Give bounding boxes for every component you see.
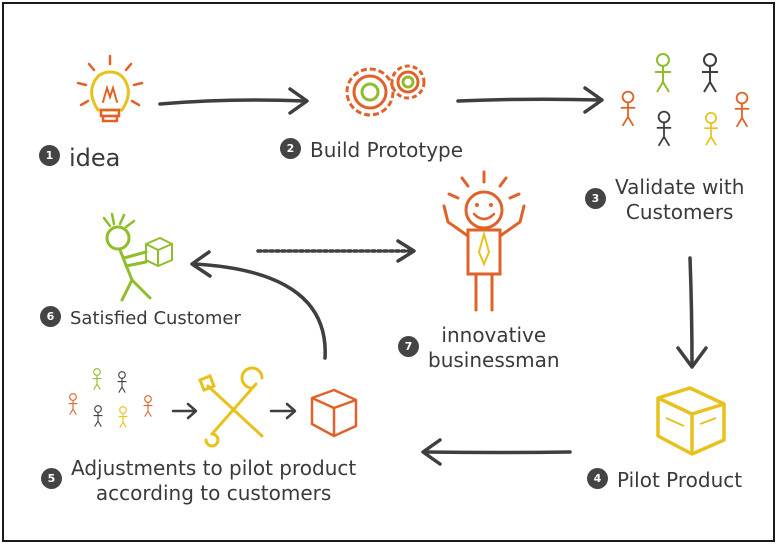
customers-group-small-icon xyxy=(68,368,153,429)
customer-with-box-icon xyxy=(102,212,173,302)
step-idea: 1 idea xyxy=(39,145,120,171)
flow-arrows xyxy=(158,86,708,466)
step-number-badge: 2 xyxy=(280,138,301,159)
step-label: Pilot Product xyxy=(617,468,743,492)
light-bulb-icon xyxy=(76,54,144,123)
step-label: Validate with Customers xyxy=(615,175,745,224)
customers-group-icon xyxy=(619,53,751,147)
arrow-adjustments-to-satisfied xyxy=(190,250,327,360)
tools-icon xyxy=(198,366,264,448)
step-validate-customers: 3 Validate with Customers xyxy=(585,175,744,225)
step-number-badge: 5 xyxy=(41,468,62,489)
step-number-badge: 6 xyxy=(40,306,61,327)
small-cube-icon xyxy=(310,388,358,438)
cube-icon xyxy=(656,386,726,456)
step-satisfied-customer: 6 Satisfied Customer xyxy=(40,306,241,331)
arrow-pilot-to-adjustments xyxy=(421,438,572,466)
step-build-prototype: 2 Build Prototype xyxy=(280,138,463,163)
arrow-validate-to-pilot xyxy=(676,256,708,369)
step-number-badge: 4 xyxy=(587,468,608,489)
gears-icon xyxy=(345,64,426,117)
step-label: idea xyxy=(69,144,121,172)
arrow-satisfied-to-businessman xyxy=(256,239,416,263)
arrow-small-2 xyxy=(269,402,297,420)
arrow-prototype-to-validate xyxy=(456,86,604,114)
step-number-badge: 3 xyxy=(585,188,606,209)
step-label: innovative businessman xyxy=(428,323,560,372)
step-number-badge: 7 xyxy=(398,336,419,357)
step-label: Adjustments to pilot product according t… xyxy=(71,456,357,505)
step-innovative-businessman: 7 innovative businessman xyxy=(398,323,560,373)
step-label: Satisfied Customer xyxy=(70,308,241,329)
step-label: Build Prototype xyxy=(310,138,464,162)
step-adjustments: 5 Adjustments to pilot product according… xyxy=(41,456,356,506)
step-pilot-product: 4 Pilot Product xyxy=(587,468,742,493)
arrow-small-1 xyxy=(171,402,198,420)
arrow-idea-to-prototype xyxy=(158,87,309,115)
step-number-badge: 1 xyxy=(39,145,60,166)
businessman-icon xyxy=(442,170,526,312)
